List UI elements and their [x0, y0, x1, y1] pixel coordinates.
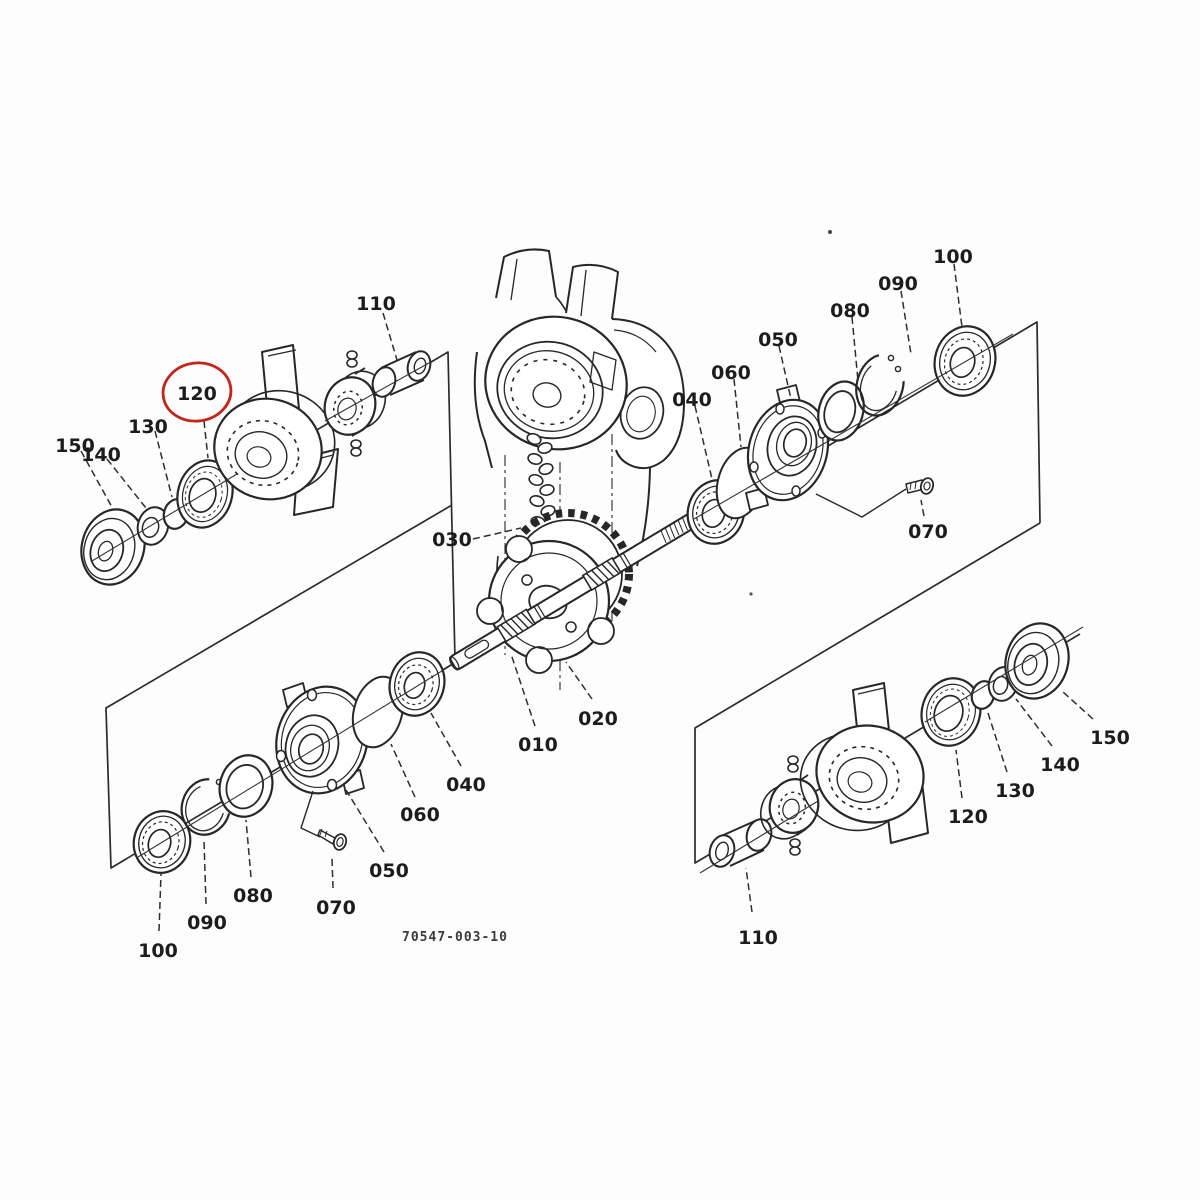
leader-100-lower — [158, 873, 162, 932]
leader-150-left — [80, 450, 114, 510]
part-labels: 150 140 130 120 110 030 040 060 050 080 … — [55, 246, 1130, 962]
left-axle-train — [80, 344, 432, 586]
part-label-070-upper-right: 070 — [908, 521, 948, 543]
part-label-110-upper-left: 110 — [356, 293, 396, 315]
set-screw-upper-right — [787, 755, 799, 773]
part-label-140-upper-left: 140 — [81, 444, 121, 466]
part-label-100-upper-right: 100 — [933, 246, 973, 268]
ball-bearing-100-upper — [933, 325, 997, 397]
internal-gear-edge — [589, 351, 617, 391]
leader-050-lower — [345, 789, 385, 853]
leader-130-left — [154, 430, 173, 498]
leader-120-left — [203, 420, 209, 459]
spline-collar-left — [323, 367, 387, 437]
bearing-case-right — [799, 682, 929, 844]
housing-lug-right — [565, 263, 619, 320]
leader-lines — [80, 263, 1094, 932]
part-label-050-lower-left: 050 — [369, 860, 409, 882]
leader-080-lower — [245, 819, 252, 878]
right-axle-train — [708, 622, 1070, 868]
leader-140-right — [1015, 698, 1053, 747]
part-label-090-upper-right: 090 — [878, 273, 918, 295]
leader-110-left — [382, 312, 398, 361]
washer-140-left — [136, 506, 170, 546]
part-label-080-lower-left: 080 — [233, 885, 273, 907]
part-label-120-lower-right: 120 — [948, 806, 988, 828]
leader-150-right — [1062, 691, 1094, 720]
flange-bolt-070-lower — [317, 828, 348, 851]
spline-section-1 — [496, 608, 537, 643]
part-label-130-lower-right: 130 — [995, 780, 1035, 802]
axle-cap-150-right — [1004, 622, 1070, 700]
bolt-connector-upper — [815, 488, 907, 518]
leader-010 — [510, 653, 536, 727]
leader-040-lower — [430, 712, 462, 767]
bore-spline-teeth — [510, 358, 586, 426]
axis-centerlines — [91, 333, 1084, 874]
spline-section-2 — [581, 556, 622, 592]
spline-collar-right — [759, 774, 820, 840]
seal-120-left — [176, 459, 234, 529]
bolt-connector-lower — [300, 790, 321, 838]
part-label-090-lower-left: 090 — [187, 912, 227, 934]
leader-060-lower — [390, 743, 416, 798]
scan-speck — [749, 592, 753, 596]
seal-ring-080-upper — [817, 380, 865, 442]
part-label-050-upper-right: 050 — [758, 329, 798, 351]
drawing-number: 70547-003-10 — [402, 930, 508, 945]
seal-120-right — [920, 677, 982, 747]
leader-050-upper — [778, 345, 792, 400]
part-label-040-upper-right: 040 — [672, 389, 712, 411]
part-label-130-upper-left: 130 — [128, 416, 168, 438]
drive-chain — [526, 432, 556, 537]
keyway-slot — [464, 639, 490, 659]
ball-bearing-040-lower — [388, 651, 446, 717]
set-screw-upper-left — [346, 350, 358, 368]
part-label-150-lower-right: 150 — [1090, 727, 1130, 749]
part-label-120-highlighted: 120 — [177, 383, 217, 405]
leader-040-upper — [694, 405, 713, 480]
flange-bolt-070-upper — [905, 477, 935, 495]
leader-070-upper — [920, 499, 925, 517]
leader-030 — [472, 527, 522, 540]
highlight-circle-part-120 — [161, 361, 233, 423]
part-label-070-lower-left: 070 — [316, 897, 356, 919]
leader-070-lower — [331, 857, 334, 889]
part-label-150-upper-left: 150 — [55, 435, 95, 457]
part-label-060-upper-right: 060 — [711, 362, 751, 384]
set-screw-lower-right — [789, 838, 801, 856]
part-label-060-lower-left: 060 — [400, 804, 440, 826]
leader-120-right — [955, 749, 963, 799]
part-label-080-upper-right: 080 — [830, 300, 870, 322]
leader-110-right — [745, 867, 753, 913]
part-label-140-lower-right: 140 — [1040, 754, 1080, 776]
axle-shaft-010 — [448, 512, 699, 671]
lower-left-train — [132, 651, 446, 874]
upper-right-train — [686, 325, 997, 545]
set-screw-lower-left — [350, 439, 362, 457]
leader-060-upper — [733, 378, 742, 448]
axle-cap-150-left — [80, 508, 146, 586]
scan-speck — [828, 230, 832, 234]
seal-ring-080-lower — [218, 754, 274, 818]
leader-020 — [565, 661, 593, 700]
housing-lug-left — [495, 248, 557, 299]
part-label-030-chain: 030 — [432, 529, 472, 551]
part-label-010-shaft: 010 — [518, 734, 558, 756]
bearing-case-left — [213, 344, 339, 516]
part-label-110-lower-right: 110 — [738, 927, 778, 949]
part-label-040-lower-left: 040 — [446, 774, 486, 796]
part-label-020-sprocket: 020 — [578, 708, 618, 730]
bearing-holder-050-upper — [745, 384, 830, 511]
part-label-100-lower-left: 100 — [138, 940, 178, 962]
